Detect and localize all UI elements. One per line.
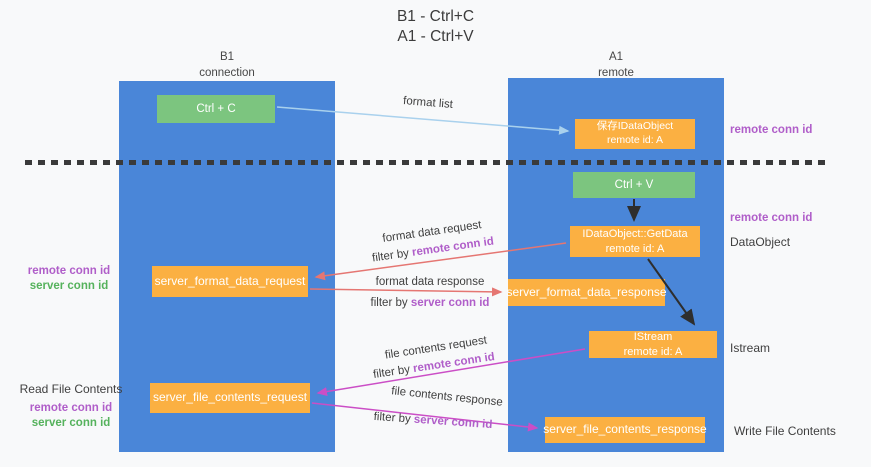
- annotation-remote-conn-id: remote conn id: [27, 265, 111, 277]
- format-data-response-filter-label: filter by server conn id: [371, 297, 490, 309]
- server-conn-id-key: server conn id: [410, 297, 490, 309]
- dashed-divider-line: [25, 160, 831, 165]
- node-ctrl-v-label: Ctrl + V: [614, 178, 654, 191]
- node-istream: IStream remote id: A: [589, 331, 717, 358]
- file-contents-response-label: file contents response: [390, 385, 504, 409]
- lane-header-a1-title: A1: [608, 51, 624, 63]
- file-contents-response-filter-label: filter by server conn id: [373, 411, 492, 431]
- node-server-format-data-response-label: server_format_data_response: [506, 284, 667, 299]
- node-server-file-contents-response-label: server_file_contents_response: [543, 422, 707, 437]
- node-save-idataobject-line2: remote id: A: [606, 134, 664, 146]
- node-save-idataobject: 保存IDataObject remote id: A: [575, 119, 695, 149]
- node-server-file-contents-request: server_file_contents_request: [150, 383, 310, 413]
- lane-header-a1-subtitle: remote: [598, 66, 634, 79]
- annotation-remote-conn-id-mid: remote conn id: [730, 212, 813, 224]
- annotation-remote-conn-id: remote conn id: [29, 401, 113, 414]
- node-server-file-contents-response: server_file_contents_response: [543, 417, 707, 443]
- lane-header-b1: B1 connection: [119, 50, 335, 81]
- filter-by-text: filter by: [372, 363, 415, 382]
- format-list-label: format list: [402, 95, 454, 111]
- annotation-format-conn-ids: remote conn id server conn id: [8, 264, 130, 294]
- annotation-read-file-contents-title: Read File Contents: [19, 382, 123, 396]
- diagram-title-line1: B1 - Ctrl+C: [396, 8, 475, 25]
- node-idataobject-getdata-line2: remote id: A: [605, 242, 665, 255]
- format-data-response-arrow: [309, 287, 503, 297]
- annotation-remote-conn-id-top: remote conn id: [730, 124, 813, 136]
- node-idataobject-getdata-line1: IDataObject::GetData: [582, 228, 688, 241]
- node-ctrl-c-label: Ctrl + C: [196, 102, 236, 115]
- node-ctrl-c: Ctrl + C: [157, 95, 275, 123]
- node-ctrl-v: Ctrl + V: [573, 172, 695, 198]
- node-idataobject-getdata: IDataObject::GetData remote id: A: [570, 226, 700, 257]
- node-server-format-data-request-label: server_format_data_request: [154, 273, 306, 288]
- annotation-write-file-contents: Write File Contents: [734, 424, 836, 438]
- filter-by-text: filter by: [370, 297, 411, 309]
- annotation-server-conn-id: server conn id: [31, 416, 111, 429]
- lane-header-a1: A1 remote: [508, 50, 724, 81]
- annotation-istream: Istream: [730, 341, 771, 355]
- node-server-format-data-response: server_format_data_response: [506, 279, 667, 306]
- node-save-idataobject-line1: 保存IDataObject: [596, 120, 674, 133]
- diagram-title-line2: A1 - Ctrl+V: [397, 28, 474, 46]
- annotation-read-file-contents: Read File Contents remote conn id server…: [8, 382, 134, 430]
- filter-by-text: filter by: [371, 246, 413, 265]
- filter-by-text: filter by: [373, 410, 415, 426]
- node-server-file-contents-request-label: server_file_contents_request: [152, 390, 308, 405]
- lane-header-b1-subtitle: connection: [199, 66, 255, 79]
- node-istream-line1: IStream: [633, 331, 673, 344]
- annotation-server-conn-id: server conn id: [29, 279, 109, 292]
- node-istream-line2: remote id: A: [623, 345, 683, 358]
- annotation-dataobject: DataObject: [730, 235, 791, 249]
- server-conn-id-key: server conn id: [413, 413, 493, 432]
- diagram-title: B1 - Ctrl+C A1 - Ctrl+V: [0, 7, 871, 47]
- lane-header-b1-title: B1: [219, 51, 235, 63]
- node-server-format-data-request: server_format_data_request: [152, 266, 308, 297]
- format-data-response-label: format data response: [375, 276, 485, 288]
